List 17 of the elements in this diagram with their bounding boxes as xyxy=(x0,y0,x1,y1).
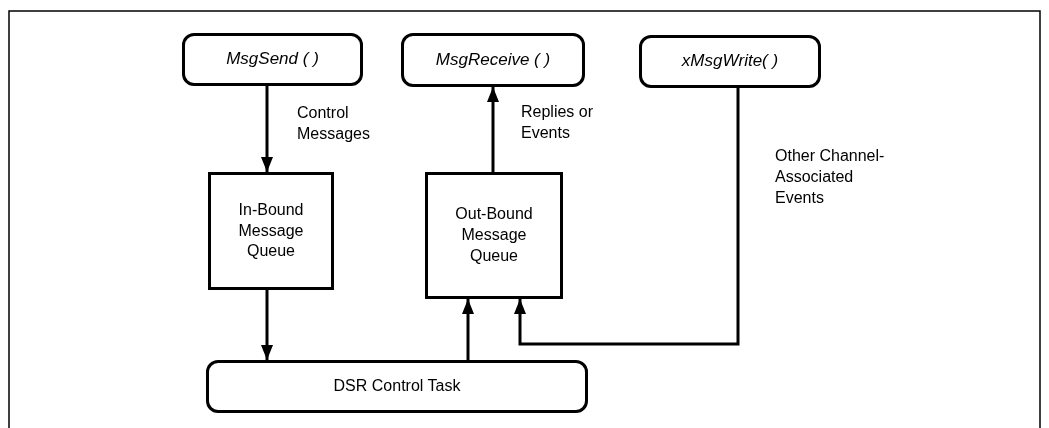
arrow xyxy=(514,88,740,346)
function-name: xMsgWrite( ) xyxy=(681,50,779,73)
box-label: DSR Control Task xyxy=(333,376,461,397)
function-box xyxy=(401,33,585,87)
function-box xyxy=(639,35,821,88)
function-name: MsgReceive ( ) xyxy=(435,48,551,71)
box-label: In-Bound Message Queue xyxy=(237,199,305,262)
function-box xyxy=(182,33,363,86)
arrow xyxy=(462,299,474,360)
arrow xyxy=(261,290,273,360)
function-name: MsgSend ( ) xyxy=(226,48,319,71)
box-label: Out-Bound Message Queue xyxy=(454,204,534,266)
task-box xyxy=(206,360,588,413)
queue-box xyxy=(425,172,563,299)
arrow xyxy=(487,87,499,172)
arrow xyxy=(261,86,273,172)
queue-box xyxy=(208,172,334,290)
